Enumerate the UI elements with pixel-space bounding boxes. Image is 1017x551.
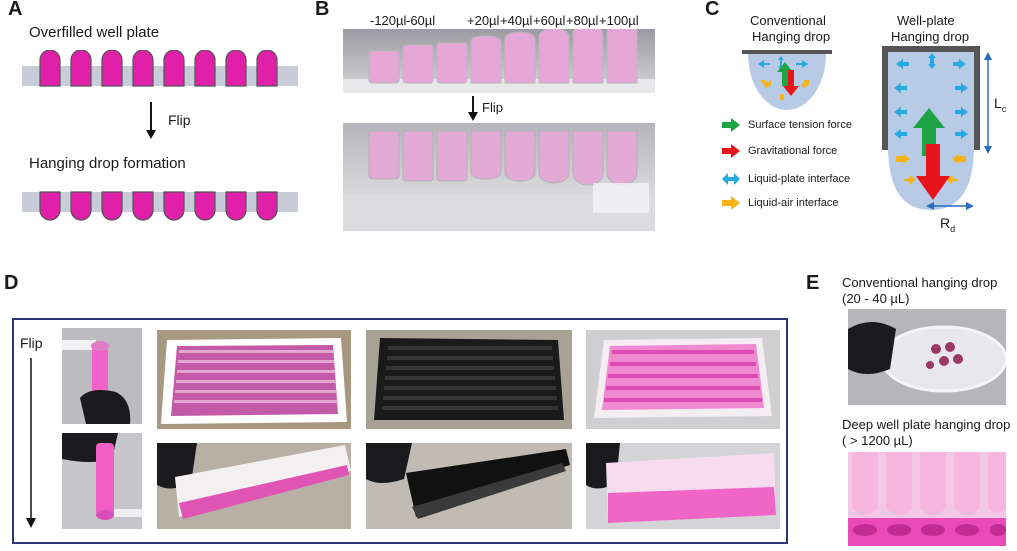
legend-icon-surface-tension (722, 118, 740, 132)
legend-icon-gravitational (722, 144, 740, 158)
flip-label-d: Flip (20, 335, 43, 351)
lc-label: Lc (994, 95, 1007, 114)
panel-letter-e: E (806, 272, 820, 294)
conventional-drop-diagram (742, 50, 832, 110)
conventional-hd-label-line2: (20 - 40 µL) (842, 291, 910, 306)
legend-label-gravitational: Gravitational force (748, 145, 838, 157)
volume-label-4: +40µl (500, 13, 533, 28)
deep-well-label-line2: ( > 1200 µL) (842, 433, 913, 448)
photo-plate-black-96-top (366, 330, 572, 429)
panel-letter-a: A (8, 0, 23, 20)
wellplate-drop-diagram (882, 46, 992, 210)
volume-label-1: -120µl (370, 13, 407, 28)
legend-icon-liquid-air (722, 196, 740, 210)
photo-overfilled-wells (343, 29, 655, 93)
photo-deep-well-hanging-drop (848, 452, 1006, 546)
conventional-hd-label-line1: Conventional hanging drop (842, 275, 998, 290)
photo-deep-well-plate-top (586, 330, 780, 429)
flip-arrow-d (26, 358, 36, 528)
volume-label-7: +100µl (599, 13, 639, 28)
volume-label-3: +20µl (467, 13, 500, 28)
legend-label-liquid-plate: Liquid-plate interface (748, 173, 851, 185)
panel-letter-c: C (705, 0, 720, 20)
conventional-title-line2: Hanging drop (752, 29, 831, 44)
legend-icon-liquid-plate (722, 173, 740, 185)
hanging-drop-plate-diagram (22, 191, 298, 221)
panel-d-frame (12, 318, 788, 544)
overfilled-plate-diagram (22, 50, 298, 87)
photo-plate-clear-96-flipped (157, 443, 351, 529)
volume-label-2: -60µl (406, 13, 436, 28)
photo-conventional-hanging-drop (848, 309, 1006, 405)
photo-plate-clear-96-top (157, 330, 351, 429)
volume-label-6: +80µl (566, 13, 599, 28)
legend-label-surface-tension: Surface tension force (748, 119, 852, 131)
volume-label-5: +60µl (533, 13, 566, 28)
wellplate-title-line1: Well-plate (897, 13, 955, 28)
photo-tube-upright (62, 328, 142, 424)
overfilled-label: Overfilled well plate (29, 24, 160, 41)
photo-hanging-wells (343, 123, 655, 231)
photo-deep-well-plate-flipped (586, 443, 780, 529)
wellplate-title-line2: Hanging drop (891, 29, 970, 44)
panel-letter-b: B (315, 0, 330, 20)
photo-plate-black-96-flipped (366, 443, 572, 529)
panel-letter-d: D (4, 272, 19, 294)
legend-label-liquid-air: Liquid-air interface (748, 197, 839, 209)
flip-label-b: Flip (482, 100, 503, 115)
conventional-title-line1: Conventional (750, 13, 826, 28)
rd-label: Rd (940, 215, 956, 234)
flip-label-a: Flip (168, 112, 191, 128)
flip-arrow-a (146, 102, 156, 139)
photo-tube-inverted (62, 433, 142, 529)
deep-well-label-line1: Deep well plate hanging drop (842, 417, 1011, 432)
hanging-drop-label: Hanging drop formation (29, 155, 186, 172)
flip-arrow-b (468, 96, 478, 121)
